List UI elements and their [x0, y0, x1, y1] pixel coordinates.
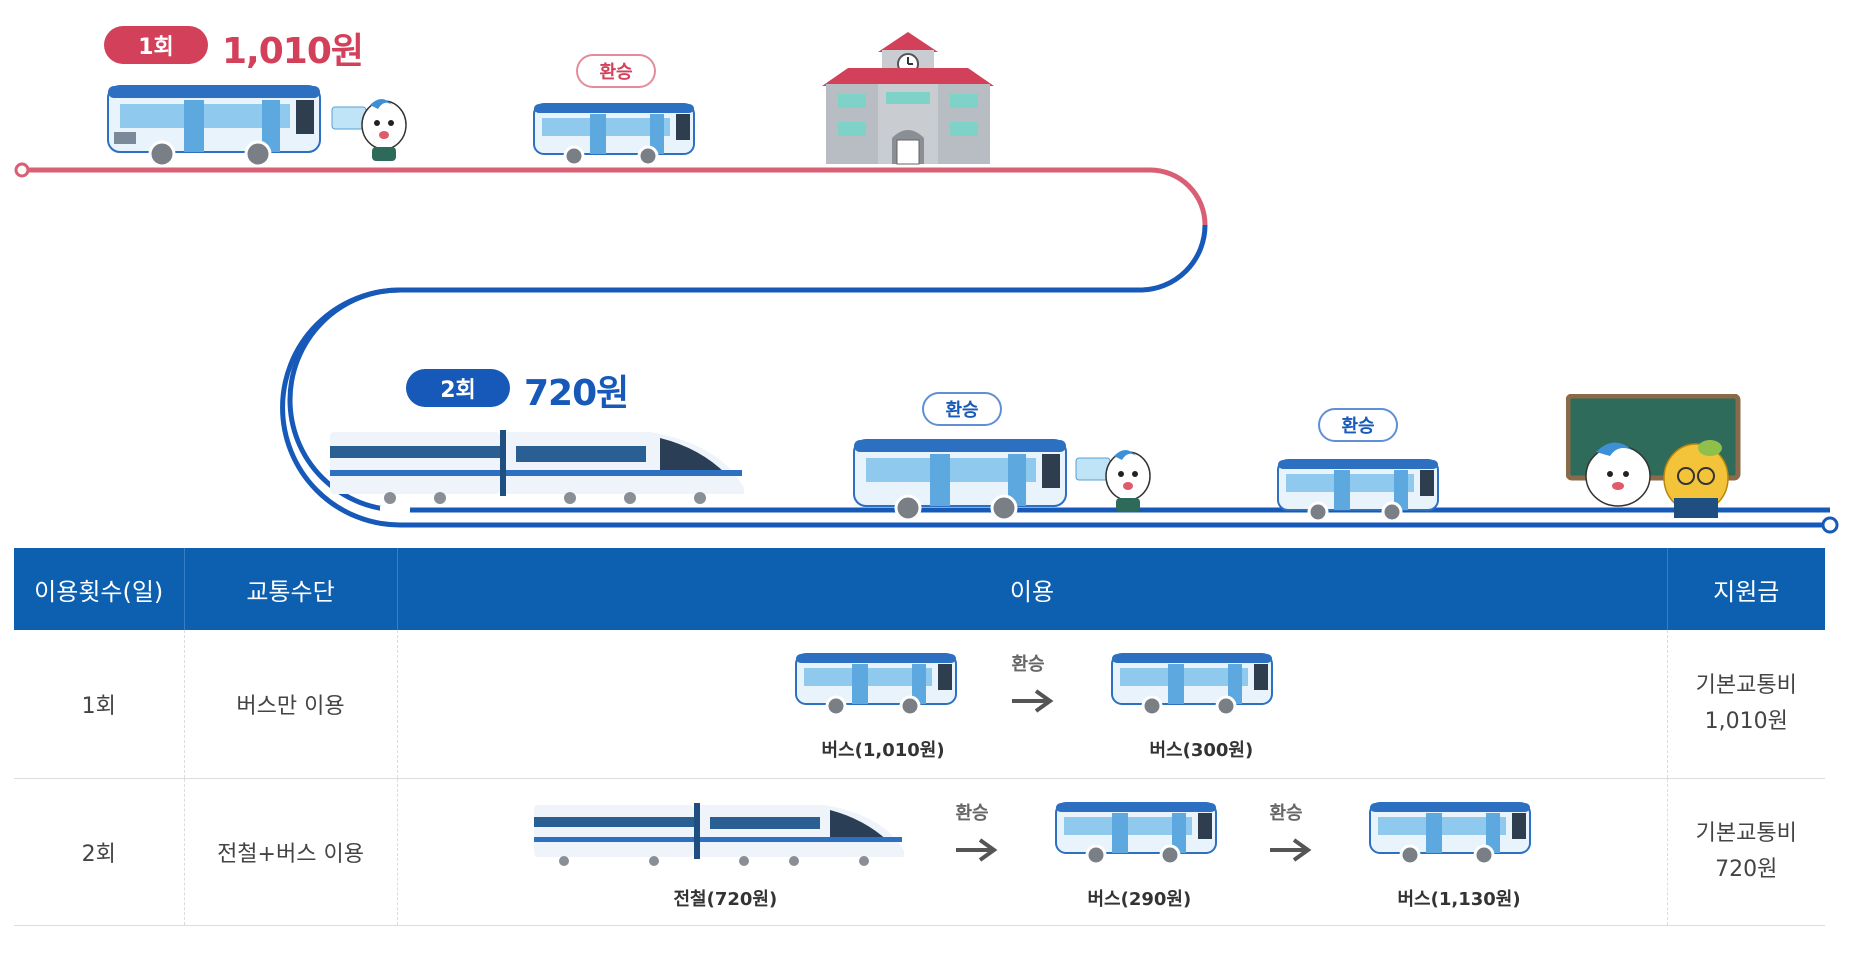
row-mode: 전철+버스 이용: [184, 778, 398, 926]
step-label: 전철(720원): [673, 889, 778, 910]
bus-icon: [1277, 459, 1439, 522]
blackboard-icon: [1566, 394, 1741, 518]
header-usage: 이용: [397, 548, 1668, 630]
bus-icon: [1368, 802, 1531, 865]
bus-icon: [1054, 802, 1217, 865]
transfer-badge: 환승: [1318, 408, 1398, 442]
transfer-label: 환승: [1269, 803, 1303, 824]
transfer-badge: 환승: [922, 392, 1002, 426]
row-subsidy: 기본교통비 1,010원: [1667, 630, 1825, 779]
transfer-label: 환승: [955, 803, 989, 824]
school-icon: [822, 32, 994, 165]
step-label: 버스(290원): [1087, 889, 1192, 910]
transfer-label: 환승: [1011, 654, 1045, 675]
mascot-icon: [1075, 450, 1151, 512]
row-usage: 전철(720원) 환승 버스(290원) 환승: [397, 778, 1668, 926]
arrow-right-icon: [1269, 838, 1311, 862]
trip2-fare: 720원: [524, 373, 629, 414]
trip1-fare: 1,010원: [222, 31, 364, 72]
usage-table: 이용횟수(일) 교통수단 이용 지원금 1회 버스만 이용 버스(: [14, 548, 1825, 926]
step-label: 버스(1,010원): [821, 740, 945, 761]
trip2-count-badge: 2회: [406, 369, 510, 407]
subsidy-amount: 720원: [1715, 857, 1778, 882]
table-header-row: 이용횟수(일) 교통수단 이용 지원금: [14, 548, 1825, 630]
mascot-icon: [331, 99, 407, 161]
header-mode: 교통수단: [184, 548, 398, 630]
arrow-right-icon: [955, 838, 997, 862]
train-icon: [330, 430, 744, 504]
bus-icon: [107, 85, 321, 168]
row-usage: 버스(1,010원) 환승 버스(300원): [397, 630, 1668, 779]
table-row: 1회 버스만 이용 버스(1,010원) 환승: [14, 630, 1825, 779]
header-subsidy: 지원금: [1667, 548, 1825, 630]
transfer-badge: 환승: [576, 54, 656, 88]
bus-icon: [794, 653, 957, 716]
subsidy-label: 기본교통비: [1695, 673, 1797, 698]
subsidy-amount: 1,010원: [1704, 709, 1788, 734]
table-row: 2회 전철+버스 이용 전철(720원) 환승: [14, 778, 1825, 926]
subsidy-label: 기본교통비: [1695, 821, 1797, 846]
trip1-count-badge: 1회: [104, 26, 208, 64]
row-subsidy: 기본교통비 720원: [1667, 778, 1825, 926]
bus-icon: [533, 103, 695, 166]
header-count: 이용횟수(일): [14, 548, 185, 630]
arrow-right-icon: [1011, 689, 1053, 713]
row-mode: 버스만 이용: [184, 630, 398, 779]
route-line-bottom: [280, 287, 1823, 528]
row-count: 1회: [14, 630, 185, 779]
row-count: 2회: [14, 778, 185, 926]
bus-icon: [1110, 653, 1273, 716]
train-icon: [533, 803, 904, 866]
step-label: 버스(300원): [1149, 740, 1254, 761]
step-label: 버스(1,130원): [1397, 889, 1521, 910]
bus-icon: [853, 439, 1067, 522]
